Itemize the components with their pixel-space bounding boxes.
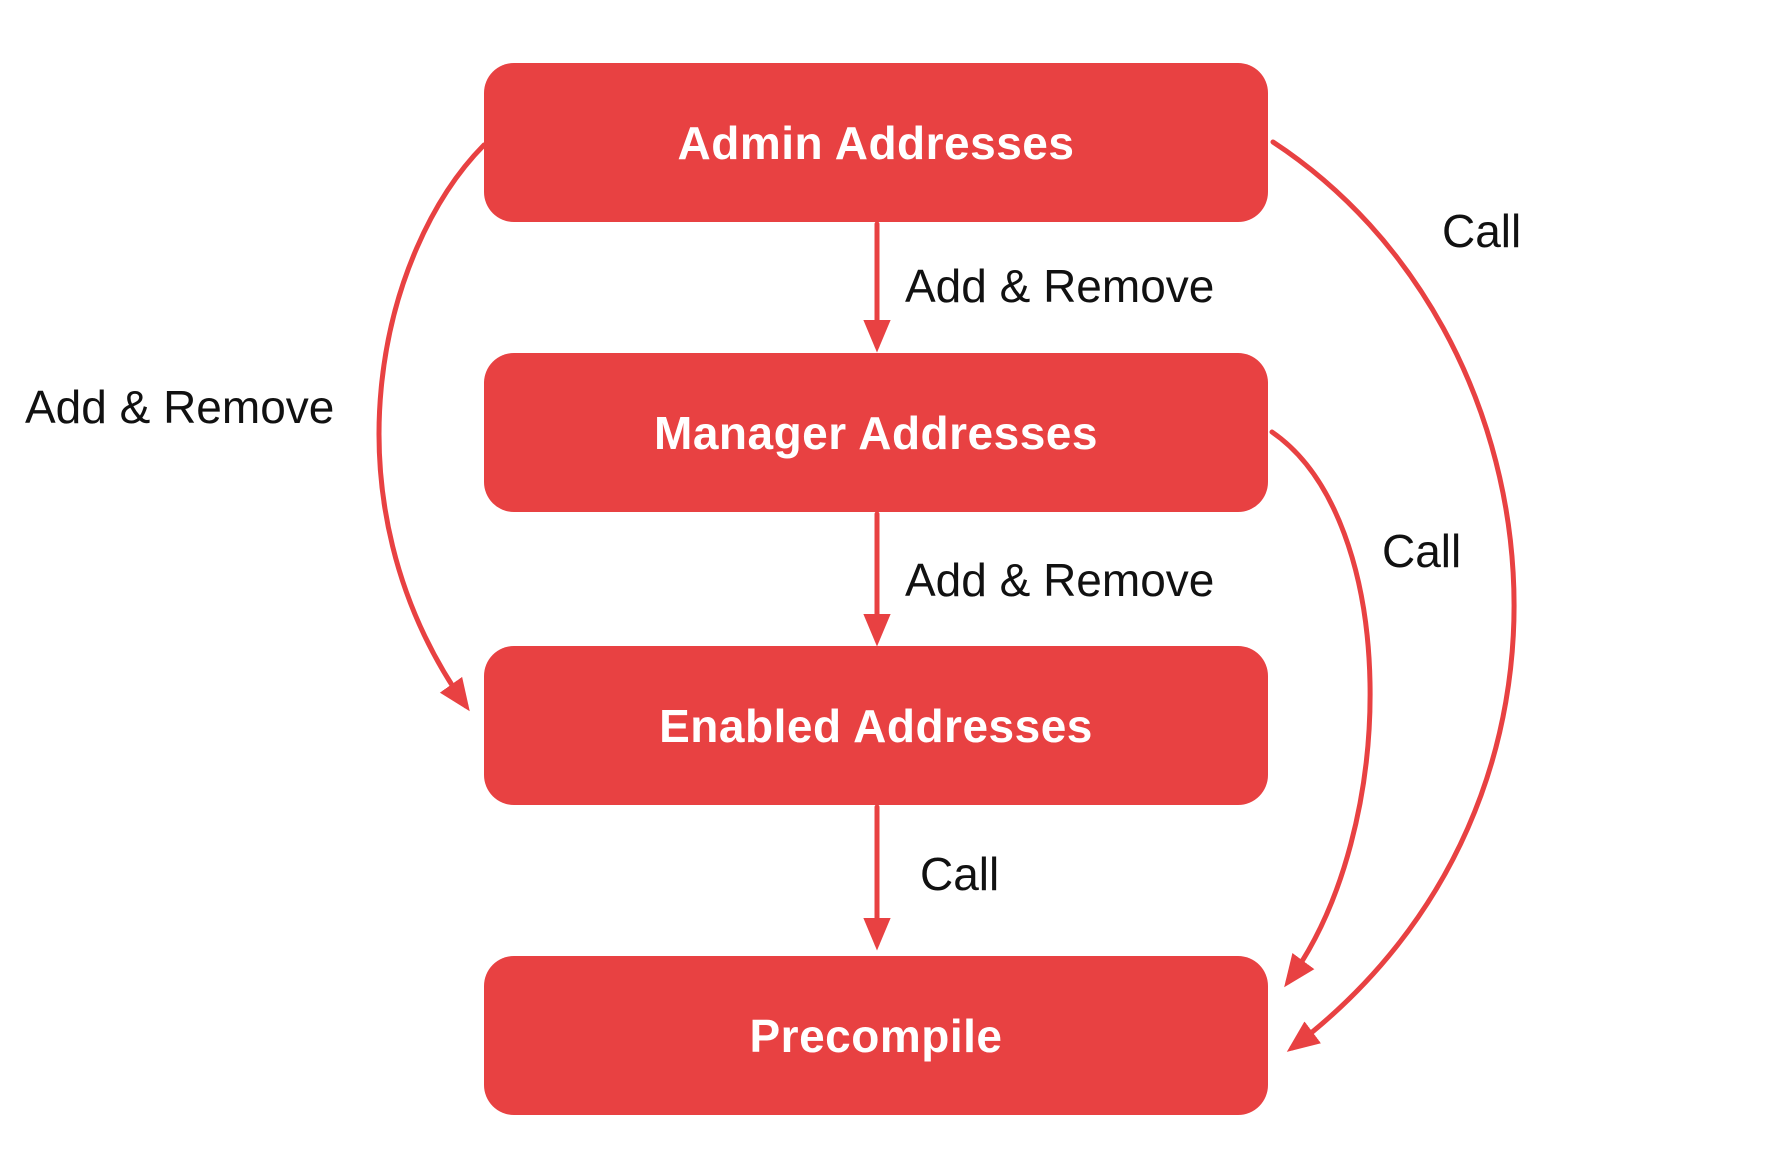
edge-label-admin-to-manager: Add & Remove [905, 260, 1215, 312]
edge-label-admin-to-precompile: Call [1442, 205, 1522, 257]
arrow-admin-to-enabled [376, 142, 487, 712]
edge-label-manager-to-precompile: Call [1382, 525, 1462, 577]
node-precompile: Precompile [484, 956, 1268, 1115]
edge-label-manager-to-enabled: Add & Remove [905, 554, 1215, 606]
arrow-manager-to-precompile [1269, 429, 1373, 988]
node-manager-addresses: Manager Addresses [484, 353, 1268, 512]
node-admin-addresses: Admin Addresses [484, 63, 1268, 222]
arrow-admin-to-precompile [1270, 139, 1517, 1052]
edge-label-admin-to-enabled: Add & Remove [25, 381, 335, 433]
edge-label-enabled-to-precompile: Call [920, 848, 1000, 900]
node-enabled-addresses: Enabled Addresses [484, 646, 1268, 805]
